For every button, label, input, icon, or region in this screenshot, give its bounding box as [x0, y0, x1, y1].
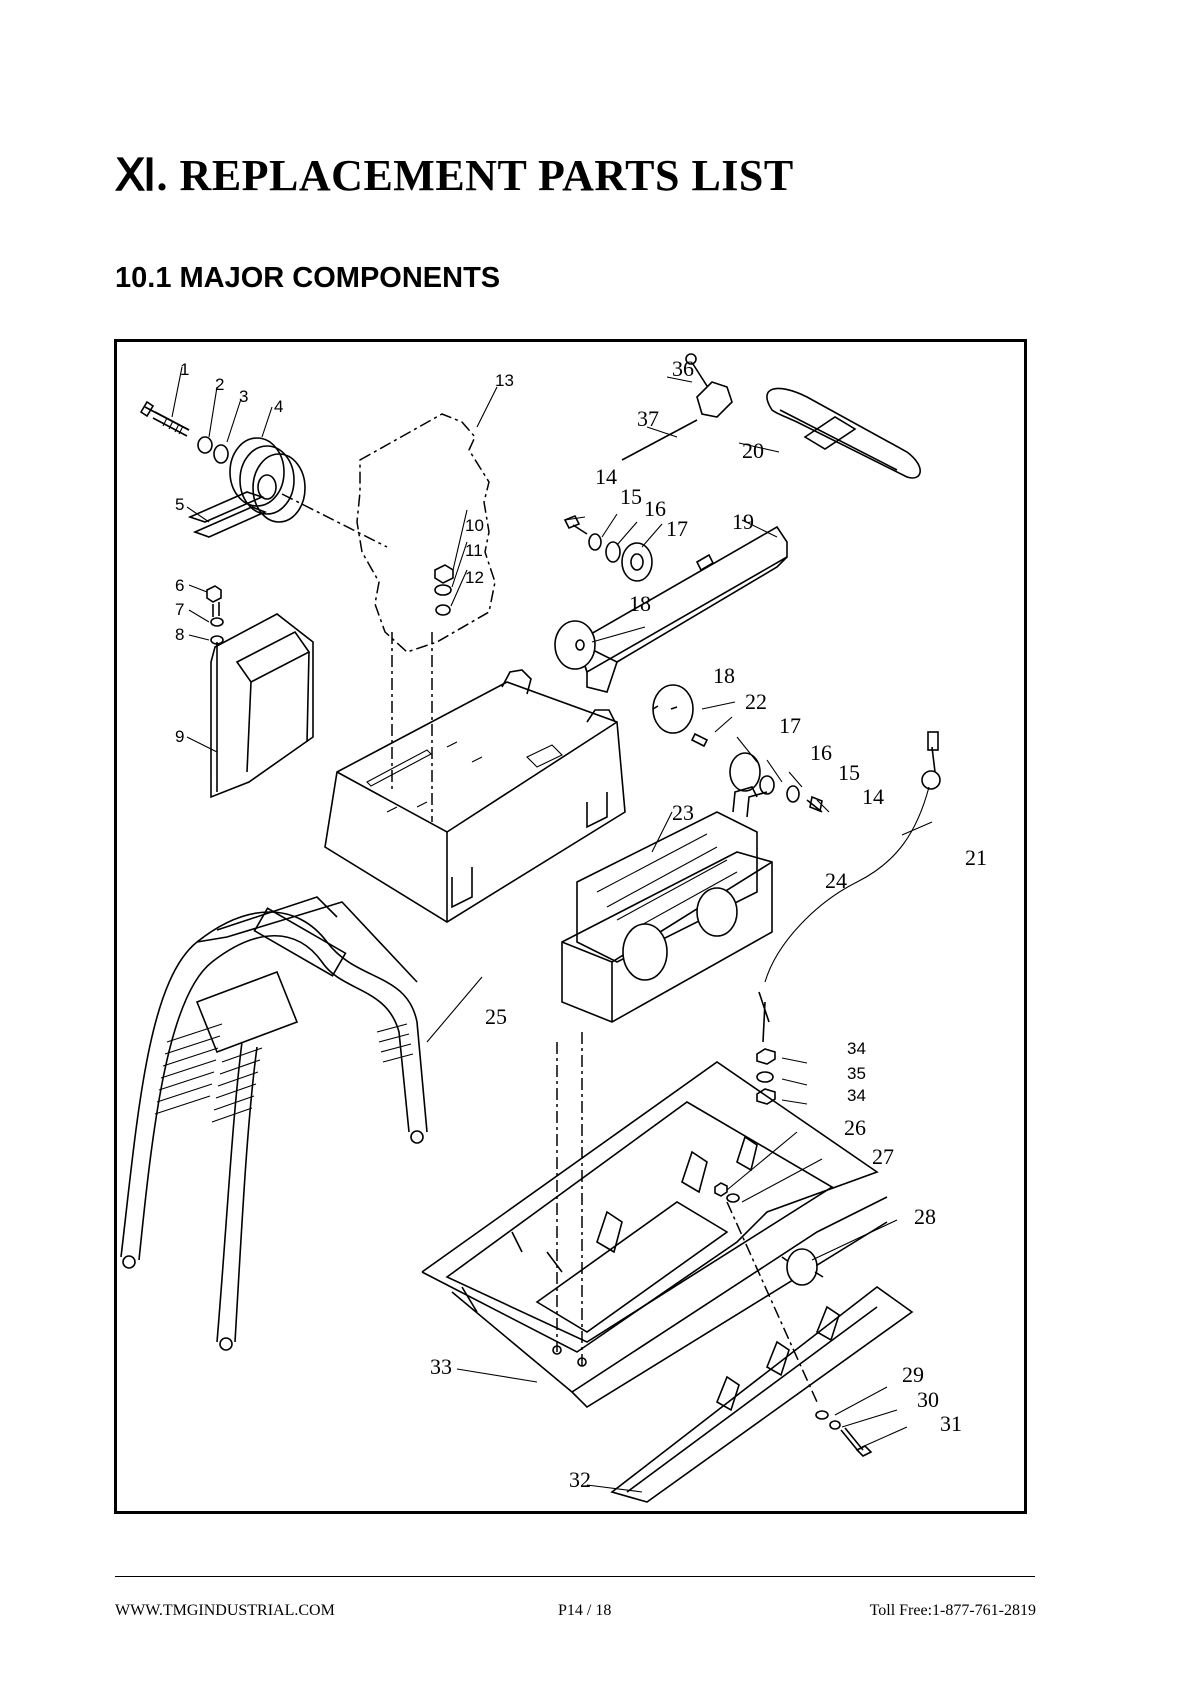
- callout-7: 7: [175, 600, 184, 619]
- callout-12: 12: [465, 568, 484, 587]
- callout-24: 24: [825, 868, 847, 893]
- callout-2: 2: [215, 375, 224, 394]
- callout-13: 13: [495, 371, 514, 390]
- footer-website: WWW.TMGINDUSTRIAL.COM: [115, 1602, 335, 1620]
- handle-assembly: [555, 516, 822, 812]
- callout-31: 31: [940, 1411, 962, 1436]
- callout-18b: 18: [713, 663, 735, 688]
- callout-32: 32: [569, 1467, 591, 1492]
- callout-27: 27: [872, 1144, 894, 1169]
- callout-16: 16: [644, 496, 666, 521]
- callout-1: 1: [180, 360, 189, 379]
- leader-lines: [172, 367, 932, 1492]
- callout-6: 6: [175, 576, 184, 595]
- callout-14b: 14: [862, 784, 884, 809]
- callout-20: 20: [742, 438, 764, 463]
- callout-19: 19: [732, 509, 754, 534]
- skid-rail: [612, 1287, 912, 1502]
- handle-frame: [121, 897, 427, 1350]
- callout-8: 8: [175, 625, 184, 644]
- callout-33: 33: [430, 1354, 452, 1379]
- callout-29: 29: [902, 1362, 924, 1387]
- callout-4: 4: [274, 397, 283, 416]
- belt-guard: [207, 586, 313, 797]
- callout-26: 26: [844, 1115, 866, 1140]
- buffer-parts: [715, 1183, 823, 1402]
- callout-18a: 18: [629, 591, 651, 616]
- exploded-parts-diagram: 1 2 3 4 5 6 7 8 9 10 11 12 13 14 15 16 1…: [114, 339, 1027, 1514]
- callout-28: 28: [914, 1204, 936, 1229]
- section-heading: 10.1 MAJOR COMPONENTS: [115, 262, 500, 295]
- callout-10: 10: [465, 516, 484, 535]
- callout-34b: 34: [847, 1086, 866, 1105]
- footer-page-number: P14 / 18: [558, 1602, 611, 1620]
- callout-15b: 15: [838, 760, 860, 785]
- throttle-lever: [622, 354, 920, 478]
- callout-11: 11: [465, 541, 483, 560]
- callout-25: 25: [485, 1004, 507, 1029]
- diagram-drawing: 1 2 3 4 5 6 7 8 9 10 11 12 13 14 15 16 1…: [117, 342, 1024, 1511]
- engine-base: [325, 670, 625, 922]
- callout-22: 22: [745, 689, 767, 714]
- callout-17b: 17: [779, 713, 801, 738]
- callout-17: 17: [666, 516, 688, 541]
- pulley-assembly: [141, 402, 387, 547]
- page-title: Ⅺ. REPLACEMENT PARTS LIST: [115, 150, 794, 201]
- callout-36: 36: [672, 356, 694, 381]
- callout-3: 3: [239, 387, 248, 406]
- callout-35: 35: [847, 1064, 866, 1083]
- callout-5: 5: [175, 495, 184, 514]
- callout-16b: 16: [810, 740, 832, 765]
- callout-15: 15: [620, 484, 642, 509]
- footer-divider: [115, 1576, 1035, 1577]
- callout-34a: 34: [847, 1039, 866, 1058]
- callout-23: 23: [672, 800, 694, 825]
- callout-9: 9: [175, 727, 184, 746]
- callout-30: 30: [917, 1387, 939, 1412]
- callout-numbers: 1 2 3 4 5 6 7 8 9 10 11 12 13 14 15 16 1…: [175, 356, 987, 1492]
- callout-14: 14: [595, 464, 617, 489]
- footer-toll-free: Toll Free:1-877-761-2819: [870, 1602, 1036, 1620]
- callout-21: 21: [965, 845, 987, 870]
- callout-37: 37: [637, 406, 659, 431]
